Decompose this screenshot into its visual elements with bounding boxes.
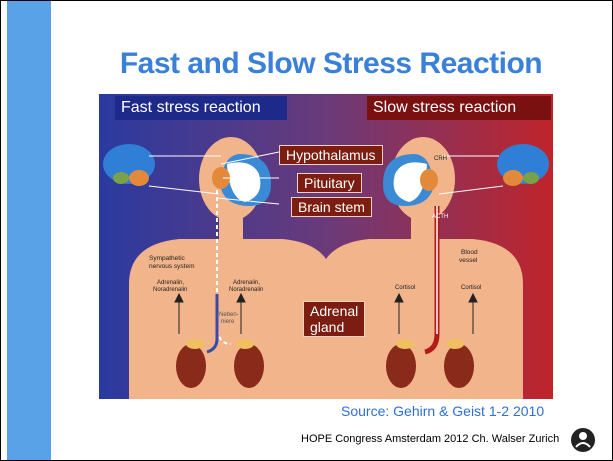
adrenalin-right-label: Adrenalin, Noradrenalin [229,280,263,293]
adrenalin-right-line-2: Noradrenalin [229,287,263,293]
fast-reaction-header: Fast stress reaction [115,96,287,120]
sympathetic-line-1: Sympathetic [149,255,186,262]
nebenniere-line-1: Neben- [219,312,239,318]
cortisol-right-label: Cortisol [461,285,481,291]
hope-logo-icon [568,425,598,455]
adrenalin-right-line-1: Adrenalin, [233,280,260,286]
adrenal-gland-label: Adrenal gland [303,301,365,337]
source-citation: Source: Gehirn & Geist 1-2 2010 [341,403,544,419]
acth-label: ACTH [432,214,448,220]
adrenalin-left-line-1: Adrenalin, [157,280,184,286]
pituitary-label: Pituitary [297,173,362,193]
adrenalin-left-line-2: Noradrenalin [153,287,187,293]
cortisol-left-label: Cortisol [395,285,415,291]
blood-vessel-line-1: Blood [461,249,478,256]
crh-label: CRH [434,156,447,162]
adrenalin-left-label: Adrenalin, Noradrenalin [153,280,187,293]
hypothalamus-label: Hypothalamus [279,145,383,165]
sidebar-accent [7,1,51,460]
footer-text: HOPE Congress Amsterdam 2012 Ch. Walser … [301,433,559,445]
brain-stem-label: Brain stem [291,197,372,217]
blood-vessel-label: Blood vessel [459,249,479,264]
slide-title: Fast and Slow Stress Reaction [81,47,581,81]
stress-illustration: Sympathetic nervous system Adrenalin, No… [99,94,553,399]
blood-vessel-line-2: vessel [459,257,478,264]
sympathetic-line-2: nervous system [149,263,195,270]
nebenniere-line-2: niere [221,319,235,325]
slow-reaction-header: Slow stress reaction [367,96,551,120]
